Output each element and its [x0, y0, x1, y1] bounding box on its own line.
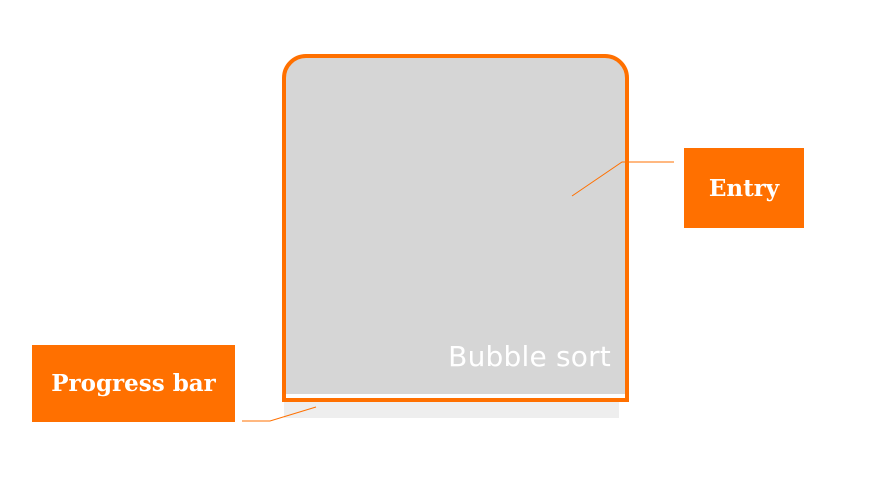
progress-bar [284, 402, 619, 418]
progress-bar-callout: Progress bar [32, 345, 235, 422]
entry-divider [286, 394, 625, 398]
entry-card[interactable]: Bubble sort [282, 54, 629, 402]
entry-title: Bubble sort [448, 340, 611, 373]
entry-callout: Entry [684, 148, 804, 228]
